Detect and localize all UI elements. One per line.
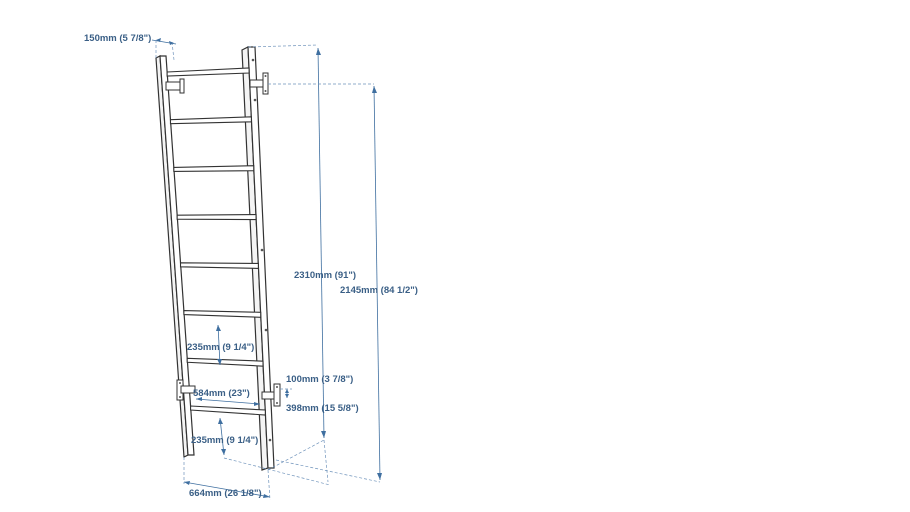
overall-width-label: 664mm (26 1/8") — [189, 488, 262, 499]
rung — [176, 214, 257, 221]
inner-width-label: 584mm (23") — [193, 388, 250, 399]
bottom-left-bracket — [176, 379, 196, 401]
rung — [173, 165, 255, 172]
top-left-bracket — [165, 78, 185, 94]
rung-spacing-lower-label: 235mm (9 1/4") — [191, 435, 258, 446]
rung-spacing-upper-label: 235mm (9 1/4") — [187, 342, 254, 353]
bottom-right-bracket — [261, 383, 281, 407]
rung — [183, 310, 262, 318]
top-right-bracket — [249, 72, 269, 95]
rung — [190, 405, 266, 416]
dimension-lines — [151, 38, 382, 501]
top-offset-label: 150mm (5 7/8") — [84, 33, 151, 44]
bracket-height-label: 398mm (15 5/8") — [286, 403, 359, 414]
rung — [166, 67, 250, 77]
rung — [179, 262, 259, 269]
right-rail — [241, 46, 275, 471]
left-rail — [155, 55, 195, 458]
dimension-labels: 150mm (5 7/8") 2310mm (91") 2145mm (84 1… — [84, 33, 418, 499]
ladder-drawing — [155, 46, 281, 471]
rung — [169, 116, 252, 125]
bracket-depth-label: 100mm (3 7/8") — [286, 374, 353, 385]
rungs — [166, 67, 266, 416]
overall-height-label: 2310mm (91") — [294, 270, 356, 281]
rung — [186, 357, 264, 367]
mount-height-label: 2145mm (84 1/2") — [340, 285, 418, 296]
